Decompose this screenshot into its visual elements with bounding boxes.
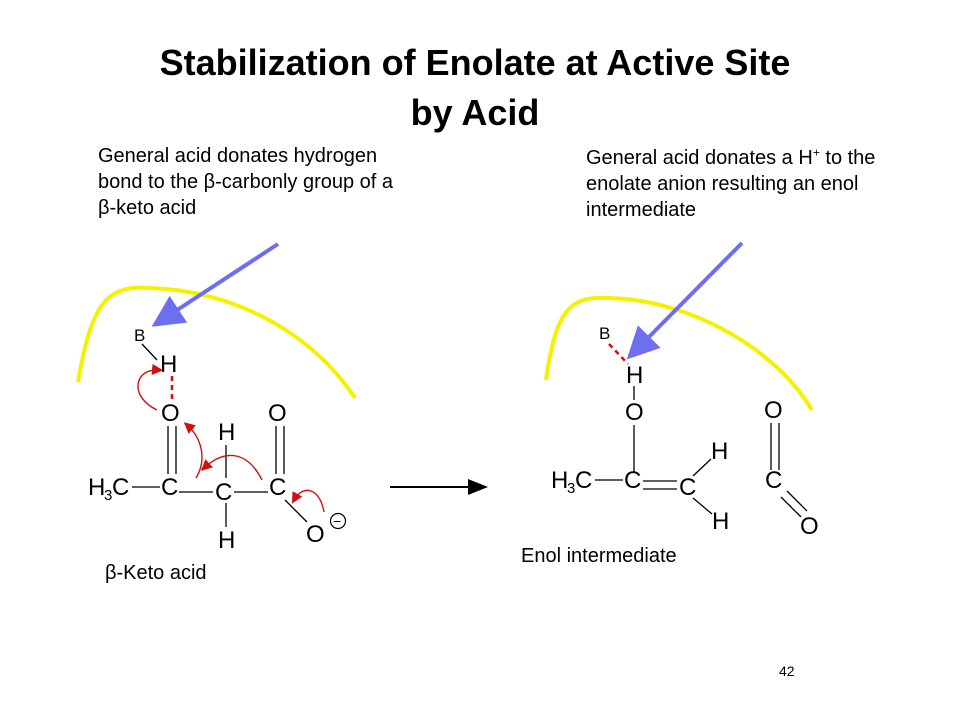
atom-carboxylate-oxygen: O xyxy=(306,521,325,548)
atom-methyl-c: C xyxy=(112,474,129,501)
atom-base: B xyxy=(134,326,145,345)
electron-arrow-3 xyxy=(200,454,263,481)
atom-alpha-carbon: C xyxy=(215,479,232,506)
electron-arrow-4 xyxy=(291,489,325,513)
atom-carboxyl-carbon: C xyxy=(269,474,286,501)
atom-co2-oxygen-top: O xyxy=(764,397,783,424)
note-general-acid-hbond: General acid donates hydrogen bond to th… xyxy=(98,145,394,219)
pointer-arrow-left xyxy=(151,242,280,327)
negative-charge: − xyxy=(333,513,341,529)
note-right-sup: + xyxy=(812,145,820,160)
beta-keto-acid-structure: B H O H 3 C C C H H C O O − xyxy=(88,326,347,554)
atom-enol-h-bottom: H xyxy=(712,508,729,535)
atom-enol-h-top: H xyxy=(711,438,728,465)
note-right-pre: General acid donates a H xyxy=(586,147,813,169)
atom-carboxyl-oxygen-top: O xyxy=(268,400,287,427)
electron-arrow-2 xyxy=(183,422,203,479)
atom-enol-carbon: C xyxy=(624,467,641,494)
note-right-post: to the enolate anion resulting an enol i… xyxy=(586,147,876,221)
atom-acid-hydrogen: H xyxy=(160,351,177,378)
atom-alpha-h-bottom: H xyxy=(218,527,235,554)
note-general-acid-proton: General acid donates a H+ to the enolate… xyxy=(586,145,946,223)
atom-enol-ch2-carbon: C xyxy=(679,474,696,501)
caption-enol-intermediate: Enol intermediate xyxy=(521,545,677,567)
atom-methyl-h-right: H xyxy=(551,467,568,494)
enol-intermediate-structure: B H O H 3 C C C H H O C O xyxy=(551,324,819,540)
enzyme-surface-left xyxy=(76,285,357,400)
slide-title: Stabilization of Enolate at Active Site … xyxy=(60,38,890,138)
atom-methyl-sub-right: 3 xyxy=(567,480,575,497)
atom-base-right: B xyxy=(599,324,610,343)
atom-enol-hydrogen: H xyxy=(626,362,643,389)
caption-beta-keto-acid: β-Keto acid xyxy=(105,562,207,584)
atom-co2-oxygen-bottom: O xyxy=(800,513,819,540)
page-number: 42 xyxy=(779,663,795,679)
atom-alpha-h-top: H xyxy=(218,419,235,446)
enzyme-surface-right xyxy=(544,295,814,412)
atom-methyl-c-right: C xyxy=(575,467,592,494)
atom-enol-oxygen: O xyxy=(625,399,644,426)
electron-arrow-1 xyxy=(137,363,164,411)
pointer-arrow-right xyxy=(626,241,744,360)
title-line-1: Stabilization of Enolate at Active Site xyxy=(159,42,791,83)
atom-carbonyl-carbon: C xyxy=(161,474,178,501)
atom-co2-carbon: C xyxy=(765,467,782,494)
atom-methyl-sub: 3 xyxy=(104,487,112,504)
atom-carbonyl-oxygen: O xyxy=(161,400,180,427)
title-line-2: by Acid xyxy=(410,92,540,133)
proton-transfer-dashed xyxy=(608,343,629,365)
atom-methyl-h: H xyxy=(88,474,105,501)
